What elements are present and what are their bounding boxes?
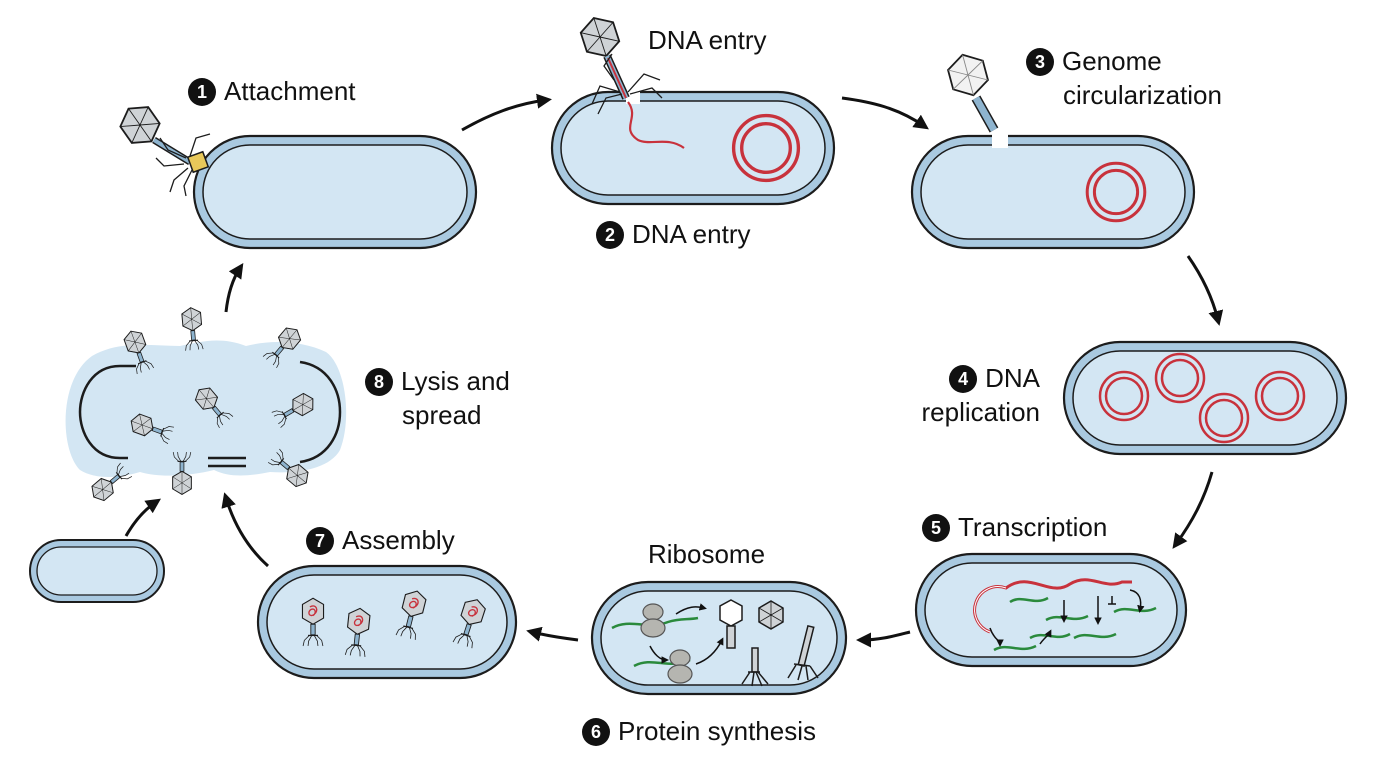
dna-entry-callout: DNA entry	[648, 25, 767, 55]
stage-2-title: DNA entry	[632, 219, 751, 249]
cycle-arrows	[124, 93, 1224, 648]
template-genome	[974, 586, 1007, 633]
stage-8-title-line-1: Lysis and	[401, 366, 510, 396]
stage-1-attachment-cell	[192, 134, 478, 250]
new-host-cell	[29, 539, 165, 603]
empty-phage-ghost	[947, 53, 999, 133]
ribosome-callout: Ribosome	[648, 539, 766, 569]
stage-7-label: 7 Assembly	[306, 524, 455, 558]
stage-3-title-line-1: Genome	[1062, 46, 1162, 76]
attaching-phage	[119, 106, 211, 197]
stage-3-title-line-2: circularization	[1063, 79, 1222, 110]
stage-2-label: 2 DNA entry	[596, 218, 751, 252]
stage-number-badge: 6	[582, 718, 610, 746]
stage-number-badge: 8	[365, 368, 393, 396]
stage-number-badge: 7	[306, 527, 334, 555]
stage-1-title: Attachment	[224, 76, 356, 106]
stage-6-label: 6 Protein synthesis	[582, 715, 816, 749]
stage-7-title: Assembly	[342, 525, 455, 555]
stage-4-title-line-1: DNA	[985, 363, 1040, 393]
injecting-phage	[579, 16, 663, 115]
stage-5-title: Transcription	[958, 512, 1108, 542]
phage-parts	[719, 599, 819, 687]
synthesis-arrows	[649, 603, 724, 665]
stage-8-title-line-2: spread	[402, 399, 482, 430]
stage-number-badge: 1	[188, 78, 216, 106]
stage-6-title: Protein synthesis	[618, 716, 816, 746]
stage-number-badge: 2	[596, 221, 624, 249]
entering-viral-dna	[627, 101, 685, 149]
stage-5-label: 5 Transcription	[922, 511, 1107, 545]
ribosome	[640, 603, 693, 684]
ruptured-cell-wall	[78, 360, 342, 468]
stage-7-assembly-cell	[256, 564, 518, 680]
stage-number-badge: 4	[949, 365, 978, 393]
stage-number-badge: 5	[922, 514, 950, 542]
stage-1-label: 1 Attachment	[188, 75, 356, 109]
stage-4-title-line-2: replication	[921, 396, 1040, 427]
transcription-arrows	[989, 589, 1145, 647]
stage-number-badge: 3	[1026, 48, 1054, 76]
stage-3-circularization-cell	[910, 132, 1196, 250]
stage-5-transcription-cell	[914, 552, 1188, 668]
